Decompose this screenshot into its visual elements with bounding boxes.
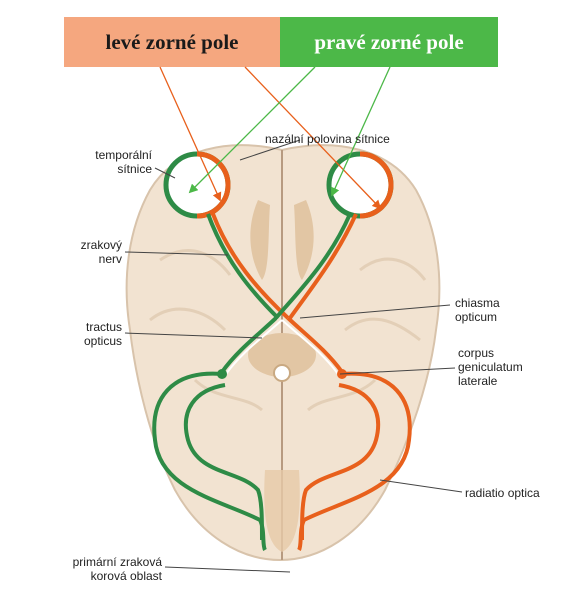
label-optic-chiasm: chiasma opticum <box>455 296 500 324</box>
label-optic-tract: tractus opticus <box>55 320 122 348</box>
label-visual-cortex: primární zraková korová oblast <box>40 555 162 583</box>
label-temporal-retina: temporální sítnice <box>60 148 152 176</box>
label-lgn: corpus geniculatum laterale <box>458 346 523 388</box>
label-optic-nerve: zrakový nerv <box>60 238 122 266</box>
label-optic-radiation: radiatio optica <box>465 486 540 500</box>
label-nasal-retina: nazální polovina sítnice <box>265 132 390 146</box>
